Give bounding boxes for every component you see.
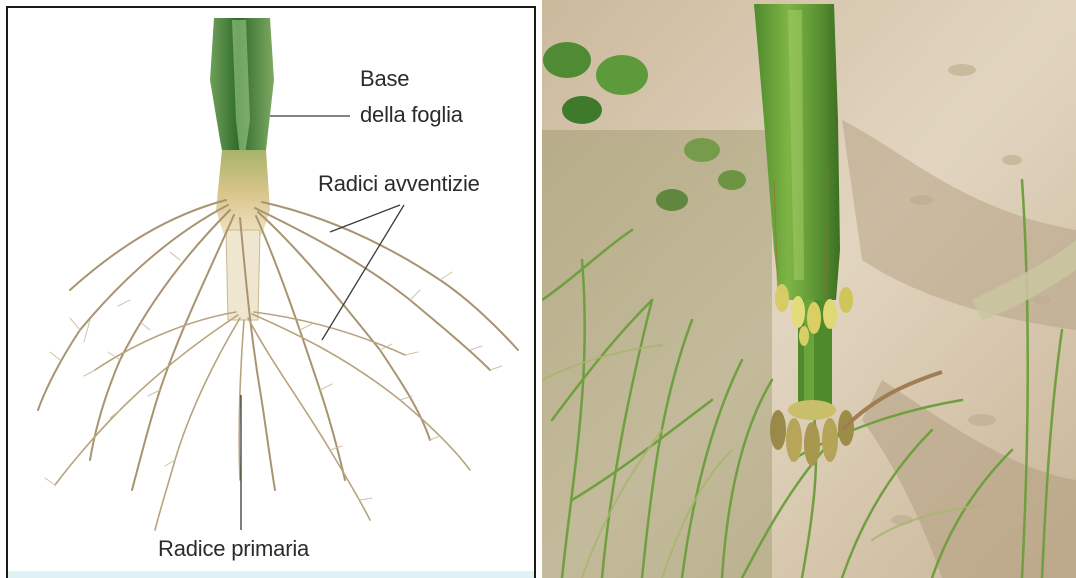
label-radice-primaria: Radice primaria (158, 536, 309, 562)
root-diagram-panel: Base della foglia Radici avventizie Radi… (0, 0, 538, 578)
adventitious-roots (38, 200, 518, 490)
label-base: Base (360, 66, 409, 92)
field-photo-panel (542, 0, 1076, 578)
label-della-foglia: della foglia (360, 102, 463, 128)
field-photo (542, 0, 1076, 578)
lower-roots (55, 312, 470, 530)
root-illustration (0, 0, 538, 578)
leaf-base-shape (216, 150, 270, 235)
label-radici-avventizie: Radici avventizie (318, 171, 480, 197)
